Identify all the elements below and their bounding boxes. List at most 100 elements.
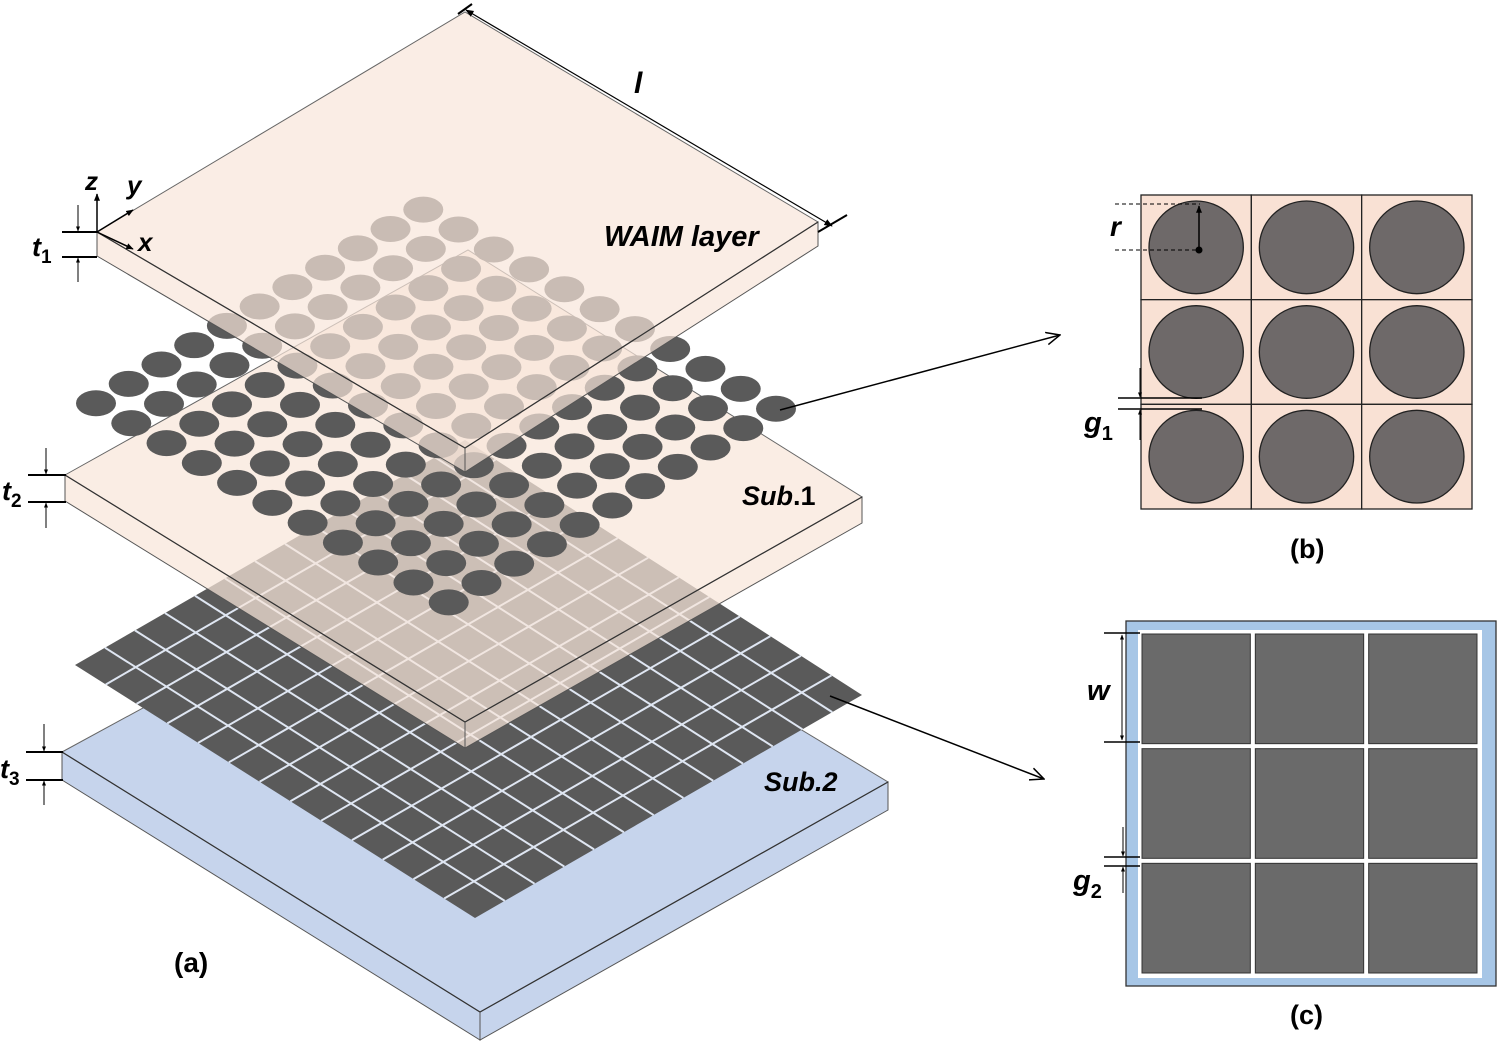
disc (458, 530, 499, 557)
radius-dimension: r (1110, 203, 1203, 254)
t2-label: t2 (2, 476, 22, 512)
axis-x-label: x (136, 227, 154, 257)
t1-label: t1 (32, 232, 52, 268)
disc (620, 394, 660, 421)
disc (174, 332, 215, 359)
disc (350, 431, 391, 458)
disc (76, 390, 116, 417)
coordinate-axes: z y x (84, 166, 154, 257)
disc (355, 510, 396, 537)
disc (287, 509, 328, 536)
disc (176, 371, 217, 398)
disc (209, 352, 250, 379)
slab-edge (64, 474, 466, 723)
disc (428, 589, 469, 616)
disc (317, 451, 358, 478)
disc (526, 531, 567, 558)
disc (494, 550, 535, 577)
disc (456, 491, 497, 518)
disc (554, 433, 595, 460)
disc (625, 473, 666, 500)
t3-dimension: t3 (0, 724, 63, 805)
leader-arrow-to-c (829, 695, 1044, 779)
disc (390, 530, 431, 557)
radius-label: r (1110, 211, 1123, 242)
circular-disc (1148, 305, 1244, 399)
length-label: l (634, 67, 643, 100)
slab-edge (464, 221, 819, 449)
disc (592, 492, 633, 519)
circular-disc (1258, 409, 1355, 504)
width-dimension: w (1087, 632, 1140, 743)
slab-edge (61, 751, 481, 1013)
patch-gap-line (104, 646, 506, 902)
patch-gap-line (164, 612, 565, 868)
circular-disc (1148, 200, 1244, 295)
disc (315, 411, 356, 438)
disc (247, 411, 288, 438)
disc (212, 391, 252, 418)
disc (146, 430, 187, 457)
disc (685, 355, 726, 382)
patch-gap-line (351, 615, 741, 842)
disc (388, 490, 429, 517)
leader-arrow-to-b (779, 335, 1060, 411)
disc (141, 351, 182, 378)
circular-disc (1369, 409, 1465, 504)
axis-z-label: z (84, 166, 98, 196)
square-patch (1141, 633, 1251, 745)
g1-label: g1 (1083, 407, 1113, 445)
sub2-label: Sub.2 (764, 767, 838, 797)
disc (322, 529, 363, 556)
disc (622, 433, 663, 460)
disc (688, 395, 728, 422)
waim-layer-label: WAIM layer (604, 221, 760, 253)
disc (385, 451, 426, 478)
disc (426, 550, 467, 577)
disc (181, 450, 222, 476)
disc (358, 549, 399, 576)
square-patch (1368, 748, 1478, 859)
square-patch (1254, 862, 1365, 974)
disc (657, 453, 698, 480)
square-patch (1141, 862, 1251, 974)
patch-gap-line (382, 635, 771, 861)
disc (461, 570, 502, 596)
circular-disc (1258, 305, 1355, 399)
t3-label: t3 (0, 754, 20, 790)
slab-edge (479, 781, 889, 1013)
patch-gap-line (443, 674, 832, 900)
slab-edge (464, 496, 863, 723)
slab-edge (96, 231, 466, 449)
disc (652, 375, 693, 402)
disc (690, 434, 731, 461)
disc (524, 492, 565, 518)
circular-disc (1258, 200, 1355, 295)
disc (756, 395, 796, 422)
square-patch (1368, 633, 1478, 745)
length-dimension: l (457, 3, 848, 233)
disc (320, 490, 361, 517)
gap-g2-dimension: g2 (1072, 827, 1140, 903)
square-patch (1368, 862, 1478, 974)
substrate-1-slab (64, 249, 863, 749)
disc (421, 471, 462, 498)
gap-g1-dimension: g1 (1083, 368, 1202, 445)
panel-b-unit-cell-circles (1140, 194, 1473, 510)
disc (393, 569, 434, 596)
disc (557, 472, 598, 499)
t2-dimension: t2 (2, 448, 66, 528)
disc (285, 470, 326, 497)
disc (723, 415, 764, 442)
caption-c: (c) (1290, 1000, 1323, 1030)
caption-b: (b) (1290, 534, 1324, 564)
g2-label: g2 (1072, 865, 1102, 903)
patch-gap-line (134, 629, 536, 885)
sub1-label: Sub.1 (742, 481, 816, 511)
disc (720, 375, 761, 402)
panel-c-unit-cell-patches (1125, 620, 1497, 987)
circular-disc (1369, 305, 1465, 399)
caption-a: (a) (174, 947, 208, 978)
disc (353, 471, 394, 497)
